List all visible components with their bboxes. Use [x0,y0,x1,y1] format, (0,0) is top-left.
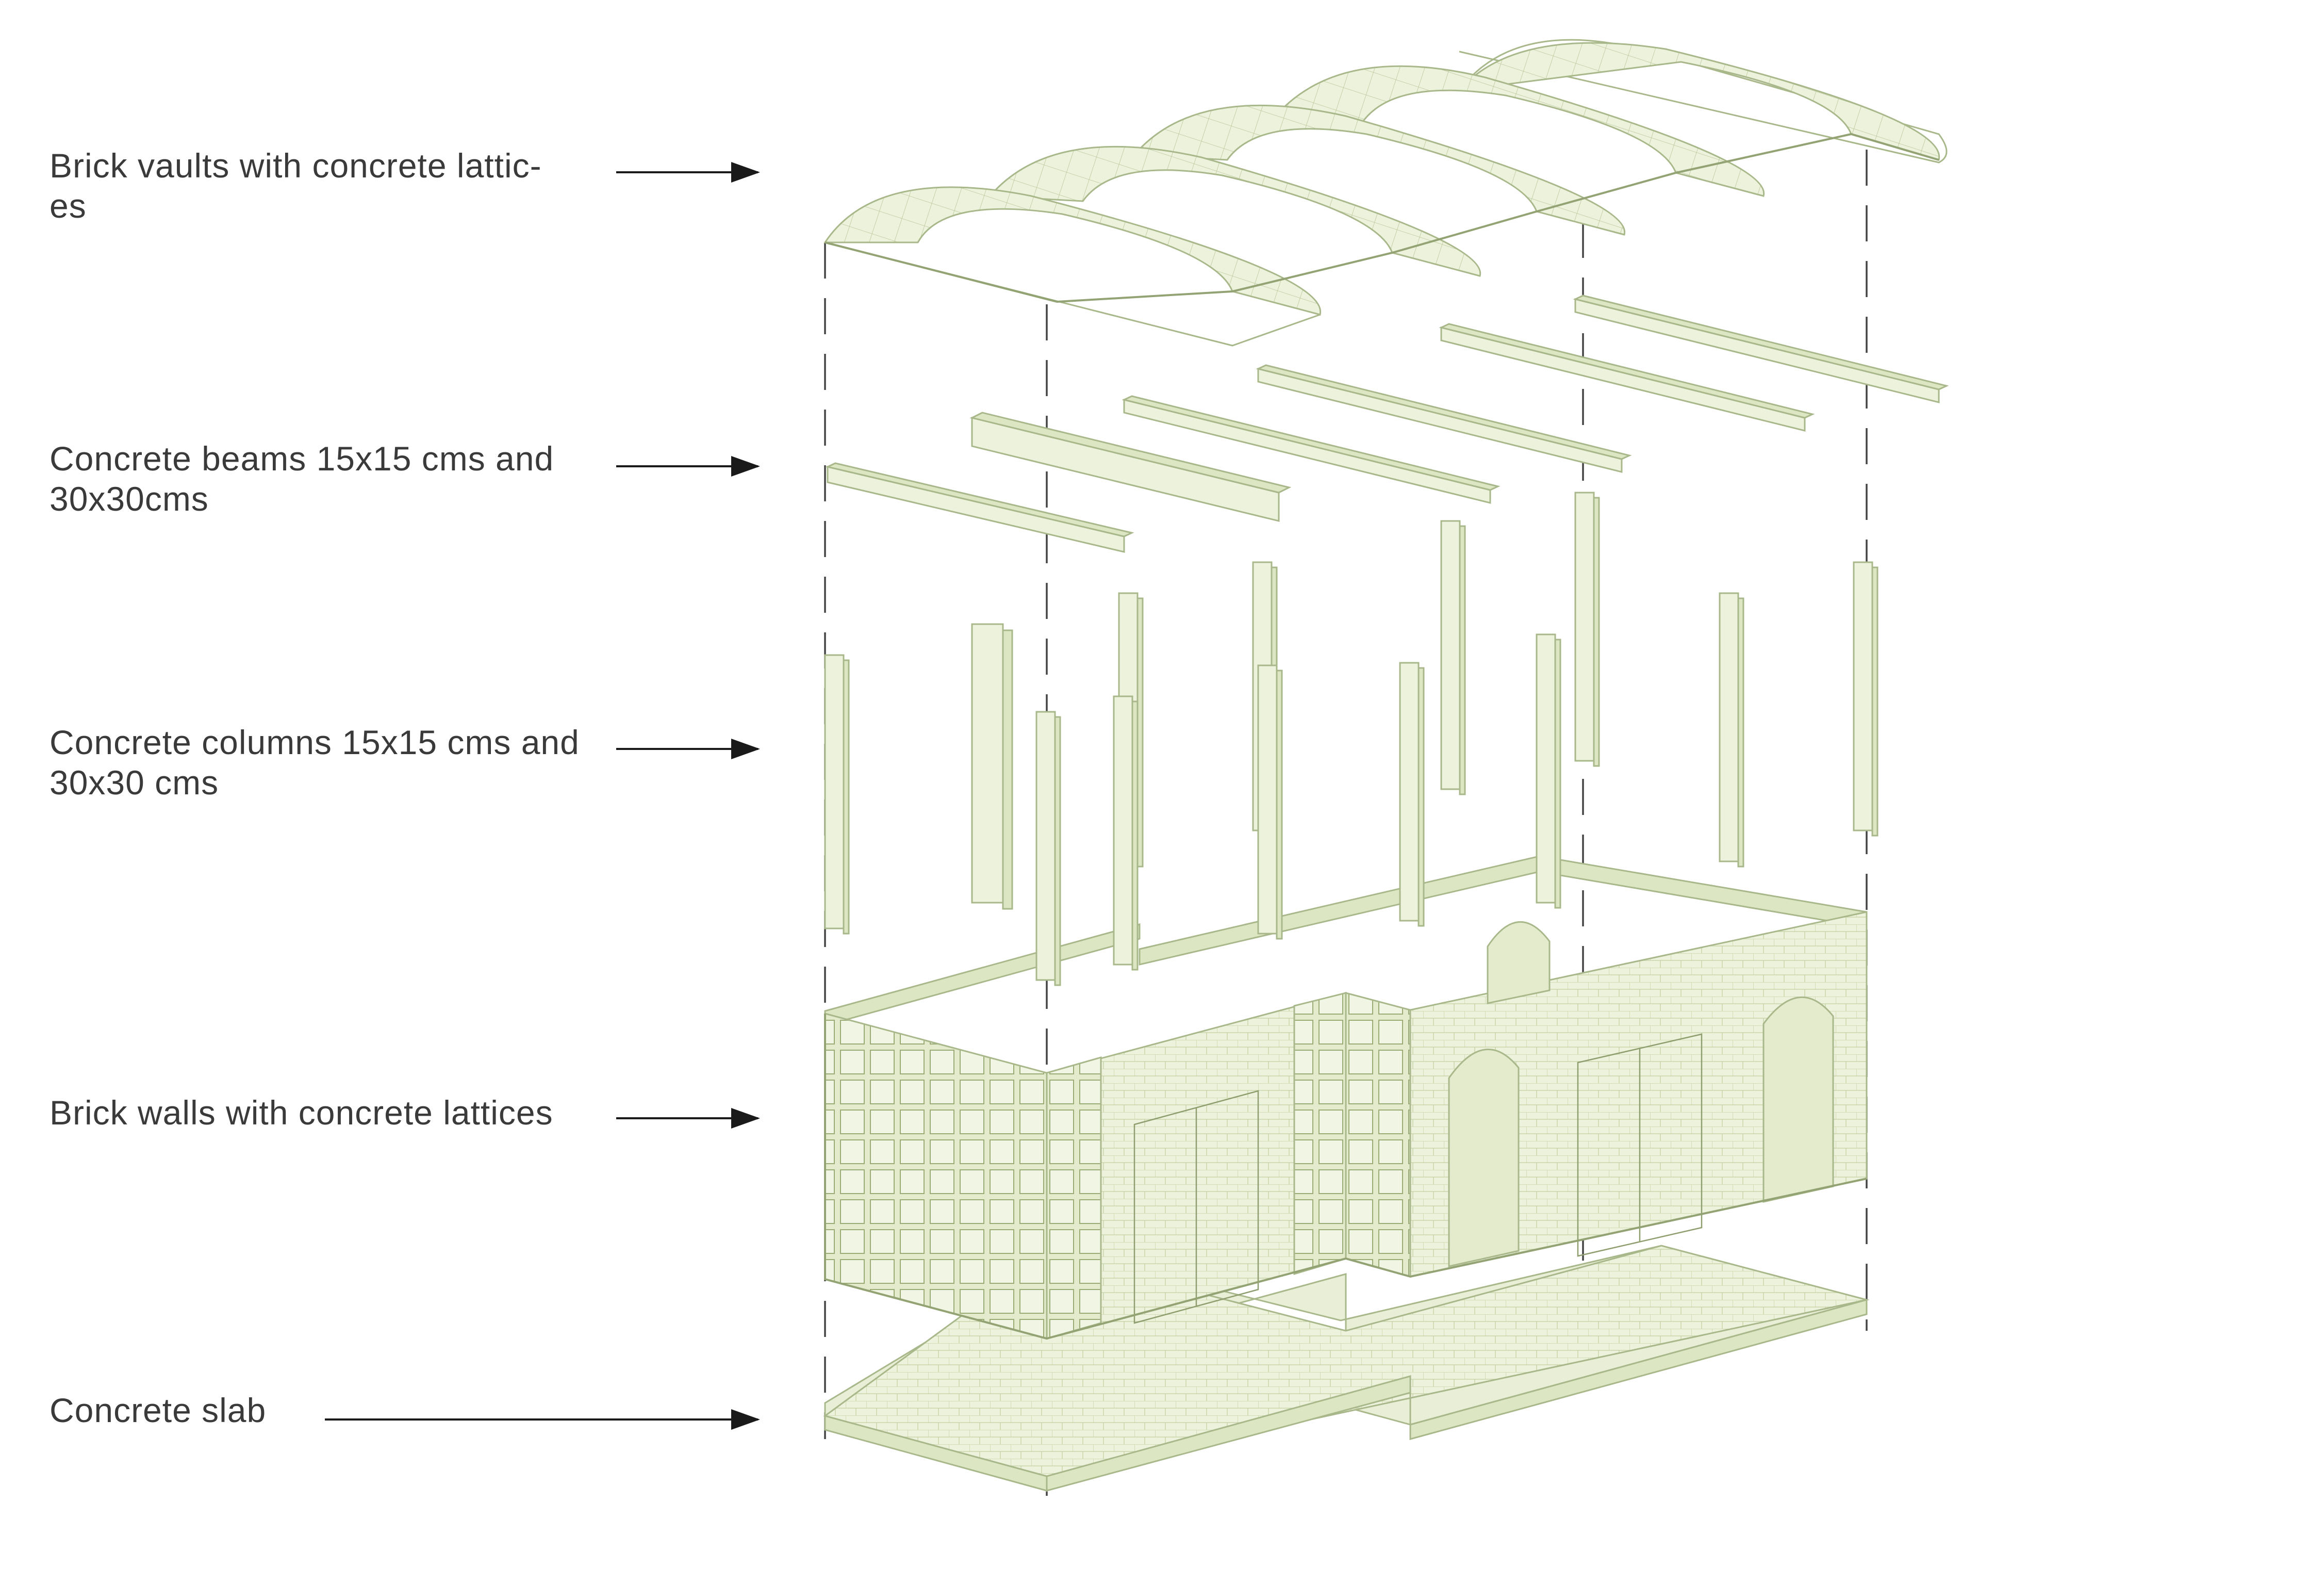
label-line: Brick vaults with concrete lattic- [50,146,542,185]
beam [1573,295,1949,403]
column [1399,662,1425,927]
vault [1269,65,1765,197]
label-line: Concrete columns 15x15 cms and [50,723,580,761]
column [1719,592,1744,868]
column [1113,695,1139,971]
concrete-beams [825,295,1949,553]
label-line: Brick walls with concrete lattices [50,1094,553,1132]
label-line: Concrete beams 15x15 cms and [50,439,554,478]
label-concrete-beams: Concrete beams 15x15 cms and 30x30cms [50,438,554,519]
label-line: 30x30cms [50,480,209,518]
label-concrete-columns: Concrete columns 15x15 cms and 30x30 cms [50,722,580,803]
label-brick-walls: Brick walls with concrete lattices [50,1092,553,1133]
column [1440,520,1466,795]
vault [1132,104,1626,236]
brick-walls [824,855,1868,1340]
label-concrete-slab: Concrete slab [50,1390,266,1430]
brick-vaults [823,39,1948,347]
label-line: Concrete slab [50,1391,267,1429]
column [1035,711,1061,986]
vault [1457,39,1948,164]
column [1257,664,1283,940]
concrete-columns [824,492,1878,986]
beam [825,462,1134,553]
column [1536,633,1561,909]
beam [1256,364,1632,473]
beam [969,412,1292,522]
beam [1439,323,1815,432]
label-line: 30x30 cms [50,763,219,802]
column [1853,561,1878,837]
column [1574,492,1600,767]
beam [1122,395,1501,504]
label-line: es [50,187,87,225]
column [971,623,1013,910]
label-brick-vaults: Brick vaults with concrete lattic- es [50,145,542,226]
column [824,654,850,935]
vault [823,186,1322,347]
vault [988,145,1481,277]
